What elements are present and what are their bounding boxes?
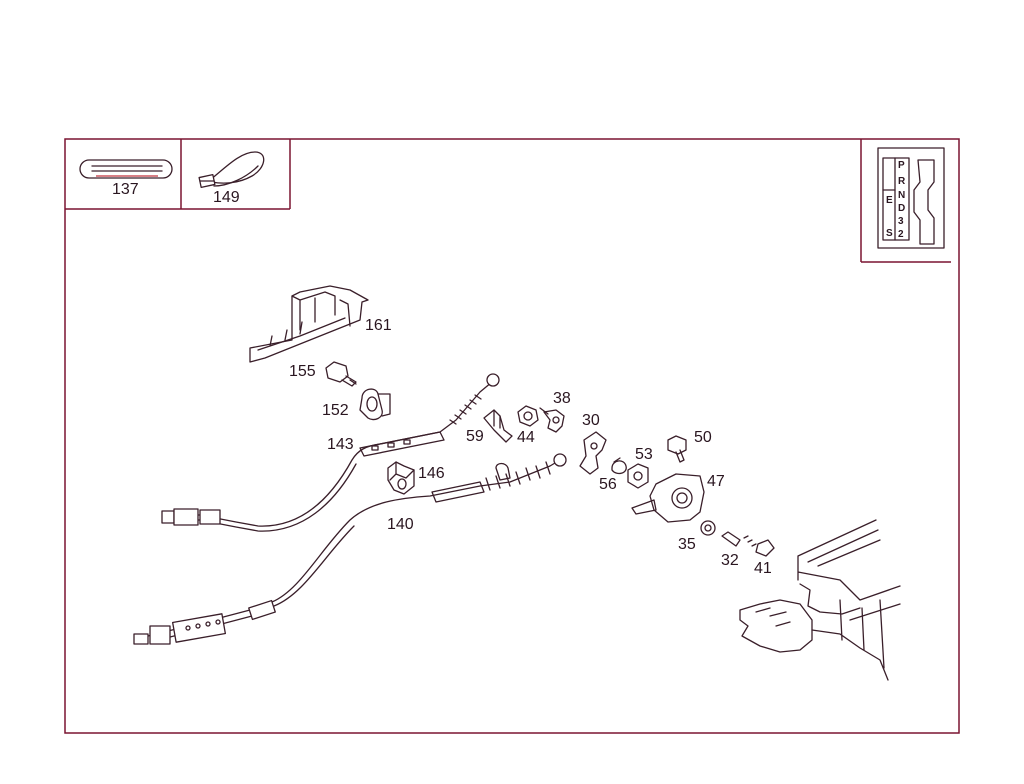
- part-137-drawing[interactable]: [79, 159, 173, 179]
- part-32-drawing[interactable]: [721, 531, 741, 547]
- label-137: 137: [112, 181, 139, 198]
- part-140-cable[interactable]: [133, 453, 567, 645]
- part-41-drawing[interactable]: [743, 535, 775, 557]
- diagram-frame: [64, 138, 960, 734]
- part-161-drawing[interactable]: [249, 285, 369, 363]
- label-44: 44: [517, 429, 535, 446]
- label-146: 146: [418, 465, 445, 482]
- transmission-housing-drawing: [739, 519, 901, 681]
- selector-letter-2: 2: [898, 229, 904, 240]
- selector-letter-e: E: [886, 195, 893, 206]
- label-50: 50: [694, 429, 712, 446]
- label-155: 155: [289, 363, 316, 380]
- labels: 137 149 161 155 152 143 146 140 59 44 38…: [112, 160, 906, 577]
- label-143: 143: [327, 436, 354, 453]
- part-155-drawing[interactable]: [325, 361, 357, 387]
- label-59: 59: [466, 428, 484, 445]
- label-53: 53: [635, 446, 653, 463]
- selector-letter-s: S: [886, 228, 893, 239]
- part-47-drawing[interactable]: [631, 473, 705, 523]
- part-53-drawing[interactable]: [627, 463, 649, 489]
- part-149-drawing[interactable]: [198, 151, 265, 188]
- inset-top-left: [65, 139, 291, 210]
- part-143-cable[interactable]: [161, 373, 500, 532]
- label-35: 35: [678, 536, 696, 553]
- part-146-drawing[interactable]: [387, 461, 415, 495]
- selector-letter-n: N: [898, 190, 905, 201]
- part-59-drawing[interactable]: [483, 409, 513, 443]
- label-161: 161: [365, 317, 392, 334]
- part-44-drawing[interactable]: [517, 405, 539, 427]
- label-47: 47: [707, 473, 725, 490]
- part-30-drawing[interactable]: [579, 431, 607, 475]
- selector-letter-p: P: [898, 160, 905, 171]
- label-32: 32: [721, 552, 739, 569]
- label-149: 149: [213, 189, 240, 206]
- part-38-drawing[interactable]: [539, 407, 565, 433]
- label-56: 56: [599, 476, 617, 493]
- selector-letter-3: 3: [898, 216, 904, 227]
- label-140: 140: [387, 516, 414, 533]
- part-35-drawing[interactable]: [700, 520, 716, 536]
- part-56-drawing[interactable]: [611, 457, 627, 475]
- label-38: 38: [553, 390, 571, 407]
- label-41: 41: [754, 560, 772, 577]
- part-50-drawing[interactable]: [667, 435, 687, 463]
- part-152-drawing[interactable]: [359, 388, 391, 421]
- selector-letter-d: D: [898, 203, 905, 214]
- label-30: 30: [582, 412, 600, 429]
- label-152: 152: [322, 402, 349, 419]
- selector-inset: [860, 139, 951, 263]
- selector-letter-r: R: [898, 176, 906, 187]
